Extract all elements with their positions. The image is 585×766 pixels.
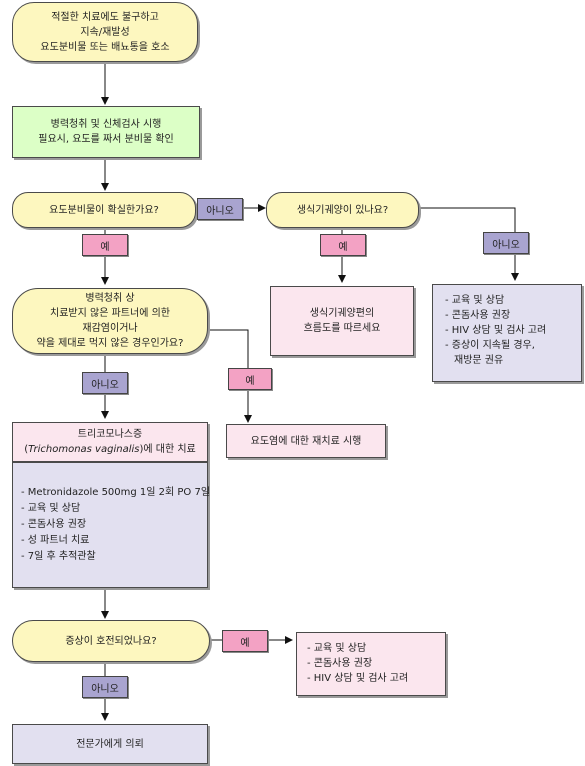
no-tag-discharge: 아니오 xyxy=(197,198,243,220)
discharge-confirmed-question: 요도분비물이 확실한가요? xyxy=(12,192,196,228)
symptoms-question-text: 증상이 호전되었나요? xyxy=(65,635,157,647)
trichomoniasis-title-box: 트리코모나스증 (Trichomonas vaginalis)에 대한 치료 xyxy=(12,422,208,462)
counseling-list-bottom: - 교육 및 상담 - 콘돔사용 권장 - HIV 상담 및 검사 고려 xyxy=(296,632,446,696)
treatment-item: - 7일 후 추적관찰 xyxy=(21,551,96,562)
symptoms-improved-question: 증상이 호전되었나요? xyxy=(12,620,210,662)
start-line-1: 적절한 치료에도 불구하고 xyxy=(51,11,159,23)
retreatment-node: 요도염에 대한 재치료 시행 xyxy=(226,424,386,458)
ulcer-flowchart-node: 생식기궤양편의 흐름도를 따르세요 xyxy=(270,286,414,356)
improved-list-item: - 교육 및 상담 xyxy=(307,643,367,654)
right-list-item: - 콘돔사용 권장 xyxy=(445,310,511,321)
treatment-item: - Metronidazole 500mg 1일 2회 PO 7일 xyxy=(21,487,211,498)
reinfection-question: 병력청취 상 치료받지 않은 파트너에 의한 재감염이거나 약을 제대로 먹지 … xyxy=(12,288,208,354)
ulcer-question: 생식기궤양이 있나요? xyxy=(266,192,419,228)
improved-list-item: - HIV 상담 및 검사 고려 xyxy=(307,673,409,684)
refer-specialist-node: 전문가에게 의뢰 xyxy=(12,724,208,764)
ulcer-flow-line-1: 생식기궤양편의 xyxy=(309,308,375,319)
trichomoniasis-treatment-list: - Metronidazole 500mg 1일 2회 PO 7일 - 교육 및… xyxy=(12,462,211,588)
history-exam-line-2: 필요시, 요도를 짜서 분비물 확인 xyxy=(38,134,174,145)
start-line-2: 지속/재발성 xyxy=(80,26,130,38)
history-exam-line-1: 병력청취 및 신체검사 시행 xyxy=(50,119,162,130)
start-node: 적절한 치료에도 불구하고 지속/재발성 요도분비물 또는 배뇨통을 호소 xyxy=(12,2,198,62)
improved-list-item: - 콘돔사용 권장 xyxy=(307,658,373,669)
no-tag-ulcer: 아니오 xyxy=(483,232,529,254)
discharge-question-text: 요도분비물이 확실한가요? xyxy=(49,204,159,216)
trichomoniasis-subtitle: (Trichomonas vaginalis)에 대한 치료 xyxy=(24,442,195,457)
no-tag-improved: 아니오 xyxy=(82,676,128,698)
right-list-item: - 교육 및 상담 xyxy=(445,295,505,306)
species-name: Trichomonas vaginalis xyxy=(28,444,140,455)
start-line-3: 요도분비물 또는 배뇨통을 호소 xyxy=(40,41,170,53)
treatment-item: - 콘돔사용 권장 xyxy=(21,519,87,530)
yes-tag-improved: 예 xyxy=(222,630,268,652)
history-exam-node: 병력청취 및 신체검사 시행 필요시, 요도를 짜서 분비물 확인 xyxy=(12,106,200,158)
reinfection-line-1: 병력청취 상 xyxy=(85,293,135,304)
reinfection-line-3: 재감염이거나 xyxy=(82,323,138,334)
right-list-item: - HIV 상담 및 검사 고려 xyxy=(445,325,547,336)
retreatment-text: 요도염에 대한 재치료 시행 xyxy=(250,435,362,447)
yes-tag-discharge: 예 xyxy=(82,234,128,256)
trichomoniasis-title: 트리코모나스증 xyxy=(77,429,143,440)
no-tag-reinfection: 아니오 xyxy=(82,372,128,394)
right-list-item: 재방문 권유 xyxy=(454,355,504,366)
yes-tag-reinfection: 예 xyxy=(228,368,272,390)
treatment-item: - 교육 및 상담 xyxy=(21,503,81,514)
ulcer-question-text: 생식기궤양이 있나요? xyxy=(296,204,389,216)
paren-open: ( xyxy=(24,444,29,455)
counseling-list-right: - 교육 및 상담 - 콘돔사용 권장 - HIV 상담 및 검사 고려 - 증… xyxy=(432,284,582,382)
treatment-suffix: )에 대한 치료 xyxy=(139,444,196,455)
right-list-item: - 증상이 지속될 경우, xyxy=(445,340,535,351)
reinfection-line-4: 약을 제대로 먹지 않은 경우인가요? xyxy=(36,338,184,349)
ulcer-flow-line-2: 흐름도를 따르세요 xyxy=(303,323,381,334)
reinfection-line-2: 치료받지 않은 파트너에 의한 xyxy=(50,308,170,319)
treatment-item: - 성 파트너 치료 xyxy=(21,535,90,546)
yes-tag-ulcer: 예 xyxy=(320,234,366,256)
refer-text: 전문가에게 의뢰 xyxy=(76,738,144,750)
